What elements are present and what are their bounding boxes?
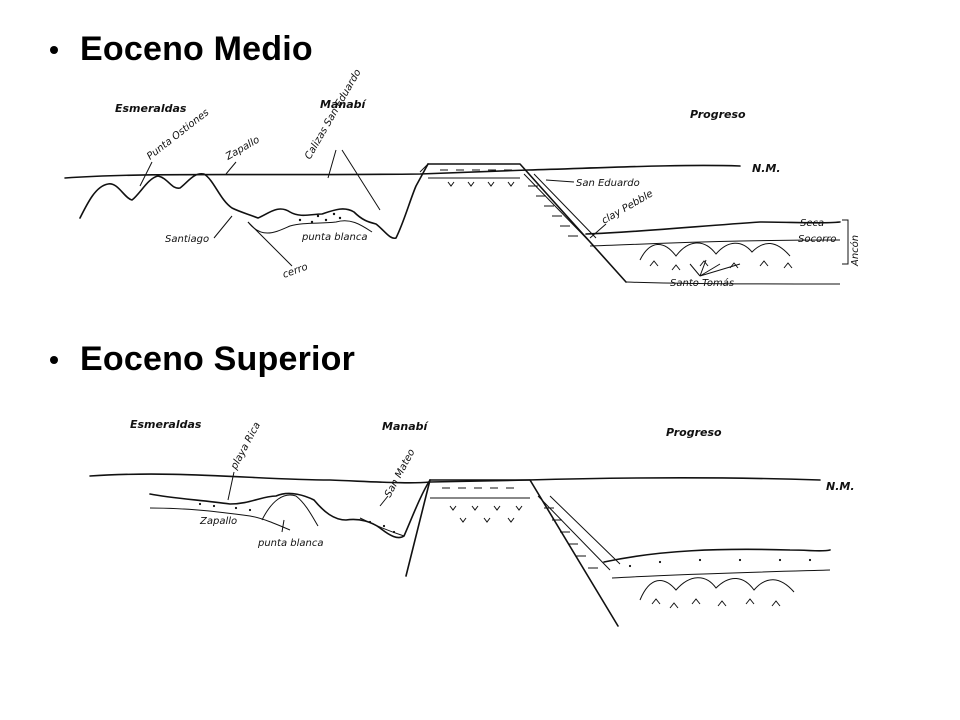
label-san-mateo: San Mateo bbox=[383, 447, 418, 499]
heading-text: Eoceno Medio bbox=[80, 30, 313, 68]
label-punta-blanca: punta blanca bbox=[257, 538, 323, 549]
basement-left bbox=[149, 479, 431, 539]
dot-pattern-left bbox=[198, 502, 396, 534]
sea-level-line bbox=[89, 473, 821, 484]
label-punta-blanca: punta blanca bbox=[301, 232, 367, 243]
brick-slope bbox=[537, 495, 621, 571]
label-progreso: Progreso bbox=[690, 108, 746, 121]
label-santo-tomas: Santo Tomás bbox=[670, 277, 734, 289]
label-manabi: Manabí bbox=[382, 420, 429, 433]
label-zapallo: Zapallo bbox=[199, 516, 237, 527]
platform-left-edge bbox=[405, 479, 431, 577]
label-san-eduardo: San Eduardo bbox=[576, 178, 640, 189]
bullet-icon bbox=[50, 355, 58, 364]
bullet-icon bbox=[50, 45, 58, 54]
label-calizas-san-eduardo: Calizas San Eduardo bbox=[303, 68, 364, 162]
progreso-layer bbox=[589, 239, 841, 247]
hill-chevrons bbox=[651, 598, 781, 609]
label-cerro: cerro bbox=[281, 262, 309, 281]
label-nm: N.M. bbox=[826, 480, 855, 493]
dot-pattern-left bbox=[298, 212, 342, 224]
platform-v-marks bbox=[447, 181, 515, 187]
pointer-line bbox=[139, 149, 741, 277]
pointer-line bbox=[227, 471, 389, 533]
brick-slope bbox=[523, 173, 597, 241]
label-socorro: Socorro bbox=[798, 234, 836, 245]
heading-text: Eoceno Superior bbox=[80, 340, 356, 378]
ancon-bracket bbox=[842, 219, 849, 265]
basement-left bbox=[79, 163, 429, 240]
label-zapallo: Zapallo bbox=[223, 135, 262, 164]
section-heading-eoceno-medio: Eoceno Medio bbox=[50, 30, 313, 69]
progreso-layer bbox=[611, 569, 831, 579]
santo-tomas-hills bbox=[639, 577, 795, 601]
progreso-base bbox=[625, 281, 841, 285]
label-seca: Seca bbox=[800, 218, 824, 229]
label-manabi: Manabí bbox=[320, 98, 367, 111]
punta-blanca-hill bbox=[261, 494, 319, 527]
label-esmeraldas: Esmeraldas bbox=[115, 102, 187, 115]
central-platform bbox=[429, 479, 619, 627]
santo-tomas-hills bbox=[639, 242, 791, 261]
label-santiago: Santiago bbox=[165, 234, 209, 245]
label-ancon: Ancón bbox=[849, 235, 861, 267]
cross-section-diagram-eoceno-medio: Esmeraldas Manabí Progreso N.M. Punta Os… bbox=[64, 68, 861, 289]
label-progreso: Progreso bbox=[666, 426, 722, 439]
mateo-fill bbox=[359, 517, 405, 537]
label-clay-pebble: clay Pebble bbox=[600, 188, 655, 226]
cross-section-diagram-eoceno-superior: Esmeraldas Manabí Progreso N.M. playa Ri… bbox=[89, 418, 855, 627]
label-playa-rica: playa Rica bbox=[228, 420, 263, 472]
label-nm: N.M. bbox=[752, 162, 781, 175]
dot-pattern-right bbox=[628, 558, 812, 568]
platform-layer bbox=[419, 163, 429, 173]
progreso-basin bbox=[585, 221, 841, 235]
hill-chevrons bbox=[649, 260, 793, 271]
platform-v-marks bbox=[449, 505, 523, 523]
label-punta-ostiones: Punta Ostiones bbox=[145, 107, 211, 162]
section-heading-eoceno-superior: Eoceno Superior bbox=[50, 340, 355, 379]
sea-level-line bbox=[64, 164, 741, 179]
left-wedge bbox=[149, 507, 291, 531]
label-esmeraldas: Esmeraldas bbox=[130, 418, 202, 431]
central-platform bbox=[427, 163, 627, 283]
basin-sediment bbox=[247, 220, 373, 234]
progreso-basin bbox=[603, 548, 831, 563]
